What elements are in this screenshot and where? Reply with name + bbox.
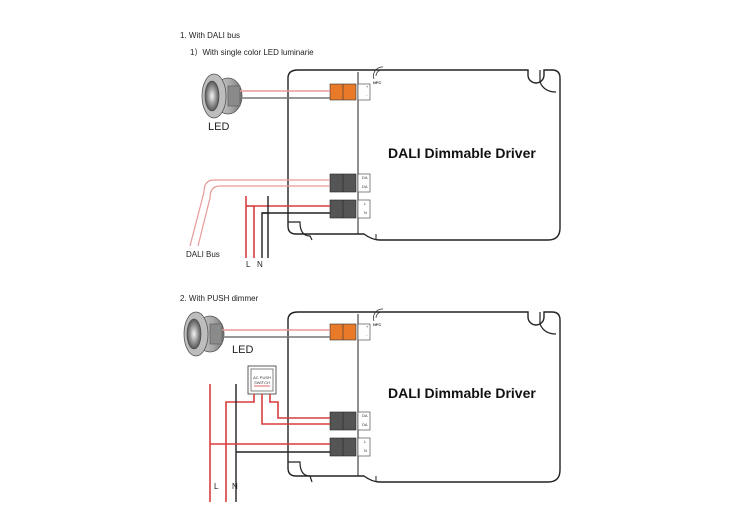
section1-subheading: 1）With single color LED luminarie [190,48,314,57]
terminal-l-2: L [364,439,367,444]
terminal-minus-2: - [366,332,368,337]
mount-hook-bottom-1 [288,221,313,241]
led-label-2: LED [232,344,254,356]
dali-bus-label: DALI Bus [186,250,220,259]
l-label-1: L [246,260,251,269]
terminal-n-1: N [364,210,367,215]
section2-diagram [183,308,561,502]
terminal-da1-2: DA [362,413,368,418]
driver-box-1 [287,69,561,241]
led-label-1: LED [208,121,230,133]
section1-diagram [189,66,561,258]
led-luminaire-1 [201,73,243,119]
terminal-l-1: L [364,201,367,206]
n-label-1: N [257,260,263,269]
terminal-da1-1: DA [362,175,368,180]
nfc-icon-1 [373,66,384,80]
terminal-da2-2: DA [362,422,368,427]
nfc-label-2: NFC [373,322,382,327]
driver-title-2: DALI Dimmable Driver [388,385,536,401]
nfc-label-1: NFC [373,80,382,85]
led-luminaire-2 [183,311,225,357]
switch-label: AC PUSH SWITCH [253,375,271,385]
section1-heading: 1. With DALI bus [180,31,241,40]
terminal-da2-1: DA [362,184,368,189]
driver-title-1: DALI Dimmable Driver [388,145,536,161]
mount-hook-top-2 [539,312,557,335]
section2-heading: 2. With PUSH dimmer [180,294,259,303]
mount-hook-top-1 [539,70,557,93]
mount-hook-bottom-2 [288,461,313,483]
l-label-2: L [214,482,219,491]
n-label-2: N [232,482,238,491]
terminal-plus-1: + [366,84,369,89]
terminal-minus-1: - [366,92,368,97]
nfc-icon-2 [373,308,384,322]
push-switch [247,365,277,395]
terminal-n-2: N [364,448,367,453]
terminal-plus-2: + [366,324,369,329]
